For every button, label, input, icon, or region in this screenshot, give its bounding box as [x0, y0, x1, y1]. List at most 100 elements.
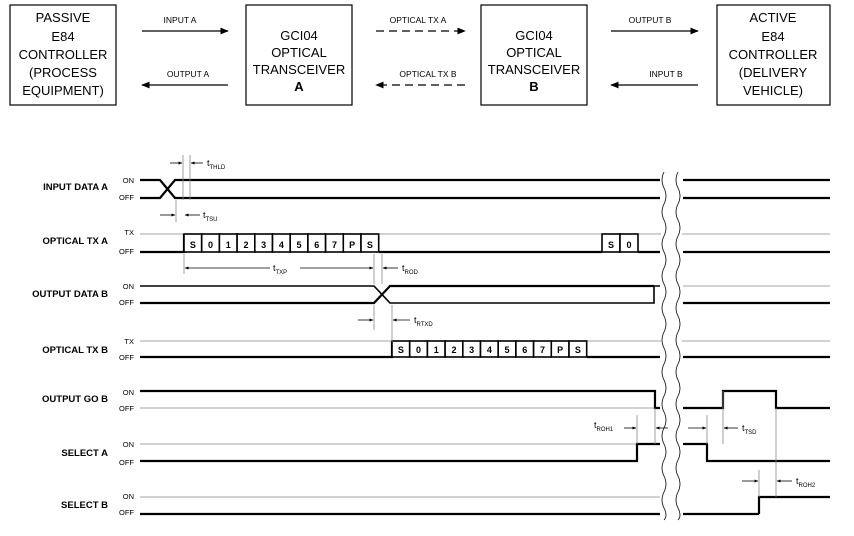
frame-bit: S: [183, 233, 203, 253]
svg-text:(DELIVERY: (DELIVERY: [739, 65, 808, 80]
frame-bit: 1: [426, 340, 446, 358]
signal-select-b: SELECT B ON OFF: [61, 492, 134, 517]
frame-bit: S: [568, 340, 588, 358]
svg-text:tROH1: tROH1: [594, 420, 614, 433]
svg-text:A: A: [294, 79, 304, 94]
frame-bit: 4: [479, 340, 500, 358]
svg-text:OFF: OFF: [119, 404, 134, 413]
arrow-input-b: INPUT B: [610, 69, 698, 89]
timing-tsd: tTSD: [688, 391, 757, 444]
svg-text:OFF: OFF: [119, 353, 134, 362]
frame-bit-box: [619, 233, 639, 253]
frame-bit-box: [360, 233, 380, 253]
frame-bit-label: S: [367, 240, 373, 250]
svg-text:OPTICAL TX B: OPTICAL TX B: [399, 69, 456, 79]
frame-bit-label: S: [398, 345, 404, 355]
svg-text:tROH2: tROH2: [796, 476, 816, 489]
arrow-optical-tx-b: OPTICAL TX B: [375, 69, 465, 89]
svg-text:tTSU: tTSU: [203, 210, 218, 223]
svg-text:B: B: [529, 79, 538, 94]
arrow-output-b: OUTPUT B: [611, 15, 699, 35]
timing-tsu: tTSU: [160, 200, 218, 223]
frame-bit: P: [342, 233, 362, 253]
svg-text:OUTPUT B: OUTPUT B: [629, 15, 672, 25]
svg-text:OUTPUT GO B: OUTPUT GO B: [42, 394, 108, 405]
svg-text:SELECT A: SELECT A: [61, 448, 108, 459]
frame-bit-label: 0: [626, 240, 631, 250]
svg-text:ON: ON: [123, 176, 134, 185]
signal-optical-tx-b: OPTICAL TX B TX OFF: [42, 337, 134, 362]
svg-text:SELECT B: SELECT B: [61, 500, 108, 511]
frame-bit: 5: [289, 233, 309, 253]
svg-text:INPUT B: INPUT B: [649, 69, 683, 79]
signal-input-data-a: INPUT DATA A ON OFF: [43, 176, 134, 202]
frame-bit: 0: [619, 233, 639, 253]
frame-bit-label: S: [575, 345, 581, 355]
svg-text:INPUT DATA A: INPUT DATA A: [43, 182, 108, 193]
svg-text:OFF: OFF: [119, 298, 134, 307]
frame-bit: 0: [408, 340, 429, 358]
frame-bit: 1: [218, 233, 238, 253]
arrow-output-a: OUTPUT A: [141, 69, 228, 89]
svg-text:TX: TX: [124, 228, 134, 237]
signal-output-data-b: OUTPUT DATA B ON OFF: [32, 282, 134, 307]
frame-bit-label: P: [557, 345, 563, 355]
svg-text:OUTPUT A: OUTPUT A: [167, 69, 210, 79]
frame-bit-box: [568, 340, 588, 358]
svg-text:OPTICAL TX B: OPTICAL TX B: [42, 345, 108, 356]
frame-bit: 6: [515, 340, 535, 358]
svg-text:tTXP: tTXP: [273, 263, 287, 276]
svg-text:TRANSCEIVER: TRANSCEIVER: [488, 62, 580, 77]
transceiver-b-box: GCI04 OPTICAL TRANSCEIVER B: [480, 4, 588, 106]
time-break-symbol: [661, 170, 682, 521]
signal-select-a: SELECT A ON OFF: [61, 440, 134, 467]
frame-bit-label: 2: [451, 345, 456, 355]
waveform-select-a: [140, 442, 830, 463]
frame-bit-label: 5: [297, 240, 302, 250]
svg-text:OPTICAL: OPTICAL: [506, 45, 562, 60]
frame-bit-label: S: [608, 240, 614, 250]
signal-output-go-b: OUTPUT GO B ON OFF: [42, 388, 134, 413]
svg-text:EQUIPMENT): EQUIPMENT): [22, 83, 104, 98]
frame-bit: 7: [532, 340, 553, 358]
block-diagram: PASSIVE E84 CONTROLLER (PROCESS EQUIPMEN…: [9, 4, 831, 106]
frame-bit-label: 5: [505, 345, 510, 355]
frame-bit-label: 7: [332, 240, 337, 250]
timing-roh2: tROH2: [742, 408, 816, 497]
svg-text:OPTICAL TX A: OPTICAL TX A: [390, 15, 447, 25]
frame-bit: 3: [461, 340, 482, 358]
frame-bit-label: 3: [261, 240, 266, 250]
frame-bit-label: 7: [540, 345, 545, 355]
svg-text:ACTIVE: ACTIVE: [750, 10, 797, 25]
frame-bit: P: [550, 340, 570, 358]
timing-roh1: tROH1: [594, 408, 668, 444]
frame-bit-label: 0: [416, 345, 421, 355]
frame-bit-label: 2: [243, 240, 248, 250]
timing-rod: tROD: [382, 263, 419, 276]
frame-bit: 6: [307, 233, 327, 253]
frame-bit: S: [391, 340, 411, 358]
frame-bit-label: S: [190, 240, 196, 250]
waveform-input-data-a: [140, 178, 830, 200]
frame-bit: 4: [271, 233, 292, 253]
svg-text:E84: E84: [51, 29, 74, 44]
timing-rtxd: tRTXD: [358, 305, 433, 342]
svg-text:ON: ON: [123, 282, 134, 291]
svg-text:OUTPUT DATA B: OUTPUT DATA B: [32, 289, 108, 300]
frame-bit: 2: [236, 233, 256, 253]
svg-text:VEHICLE): VEHICLE): [743, 83, 803, 98]
waveform-output-go-b: [140, 389, 830, 410]
frame-bit: 0: [200, 233, 221, 253]
arrow-optical-tx-a: OPTICAL TX A: [376, 15, 466, 35]
frame-bit: 5: [497, 340, 517, 358]
svg-text:OPTICAL TX A: OPTICAL TX A: [43, 236, 109, 247]
frame-bit-label: 3: [469, 345, 474, 355]
timing-txp: tTXP: [183, 254, 383, 284]
svg-text:OFF: OFF: [119, 247, 134, 256]
svg-text:OFF: OFF: [119, 458, 134, 467]
frame-bit-label: 4: [487, 345, 492, 355]
arrow-input-a: INPUT A: [142, 15, 229, 35]
